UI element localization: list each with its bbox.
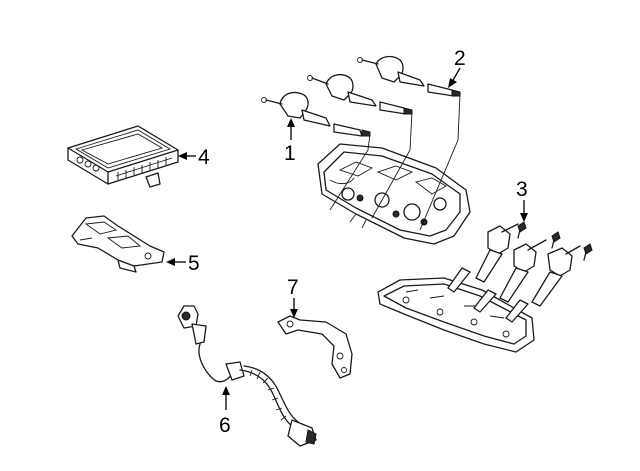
callout-label-1: 1 [284, 142, 296, 165]
control-module-part[interactable] [67, 125, 179, 188]
ignition-coil-part[interactable] [261, 55, 461, 231]
callout-label-6: 6 [219, 414, 231, 437]
callout-1: 1 [284, 118, 296, 165]
callout-5: 5 [166, 252, 200, 275]
callout-label-2: 2 [454, 47, 466, 70]
callout-2: 2 [448, 47, 466, 88]
callout-6: 6 [219, 386, 231, 437]
callout-label-5: 5 [188, 252, 200, 275]
callout-3: 3 [516, 178, 528, 222]
bracket-part[interactable] [71, 215, 165, 273]
bolt-part[interactable] [517, 221, 593, 261]
callout-7: 7 [287, 276, 299, 318]
sensor-wire-part[interactable] [177, 305, 317, 447]
lower-coil-part[interactable] [447, 223, 581, 323]
callout-label-7: 7 [287, 276, 299, 299]
callout-label-3: 3 [516, 178, 528, 201]
callout-label-4: 4 [198, 146, 210, 169]
valve-cover [317, 143, 471, 245]
mounting-strip-part[interactable] [277, 315, 353, 379]
callout-4: 4 [178, 146, 210, 169]
cylinder-head-lower [377, 277, 535, 353]
